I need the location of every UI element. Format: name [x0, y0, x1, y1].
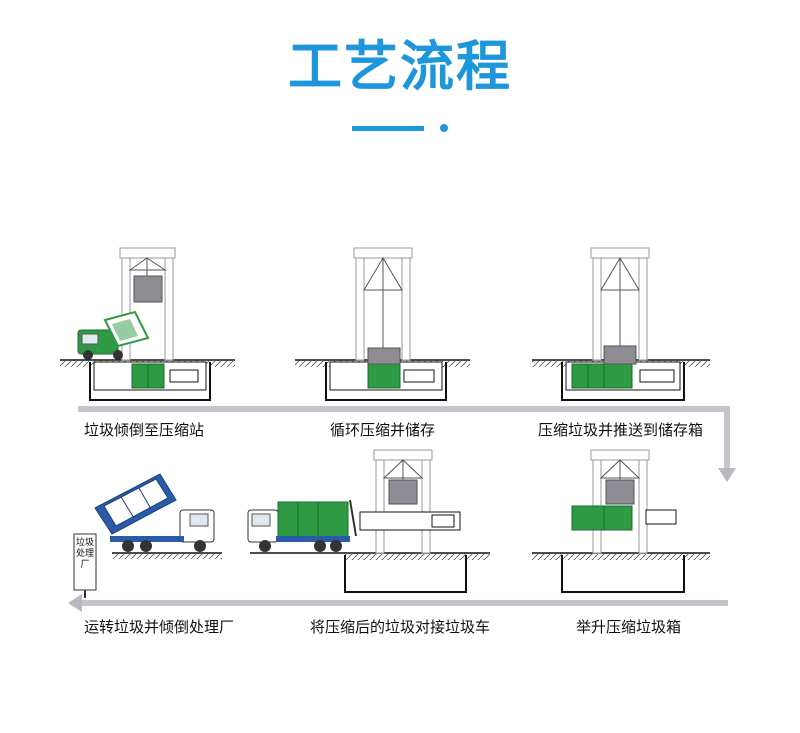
title-underline	[352, 126, 424, 131]
step-2-label: 循环压缩并储存	[330, 421, 436, 439]
station-6	[73, 473, 222, 598]
step-3-label: 压缩垃圾并推送到储存箱	[538, 421, 704, 439]
station-2	[295, 247, 470, 401]
station-4	[532, 449, 710, 593]
page-title: 工艺流程	[288, 35, 512, 98]
station-3	[532, 247, 710, 401]
station-5	[247, 449, 490, 593]
step-4-label: 举升压缩垃圾箱	[576, 618, 682, 636]
step-6-label: 运转垃圾并倾倒处理厂	[84, 618, 235, 636]
step-5-label: 将压缩后的垃圾对接垃圾车	[310, 618, 491, 636]
flow-arrows	[68, 406, 736, 612]
title-dot	[440, 124, 448, 132]
step-1-label: 垃圾倾倒至压缩站	[84, 421, 205, 439]
signpost-text: 垃圾处理厂	[76, 538, 95, 570]
station-1	[60, 247, 235, 401]
